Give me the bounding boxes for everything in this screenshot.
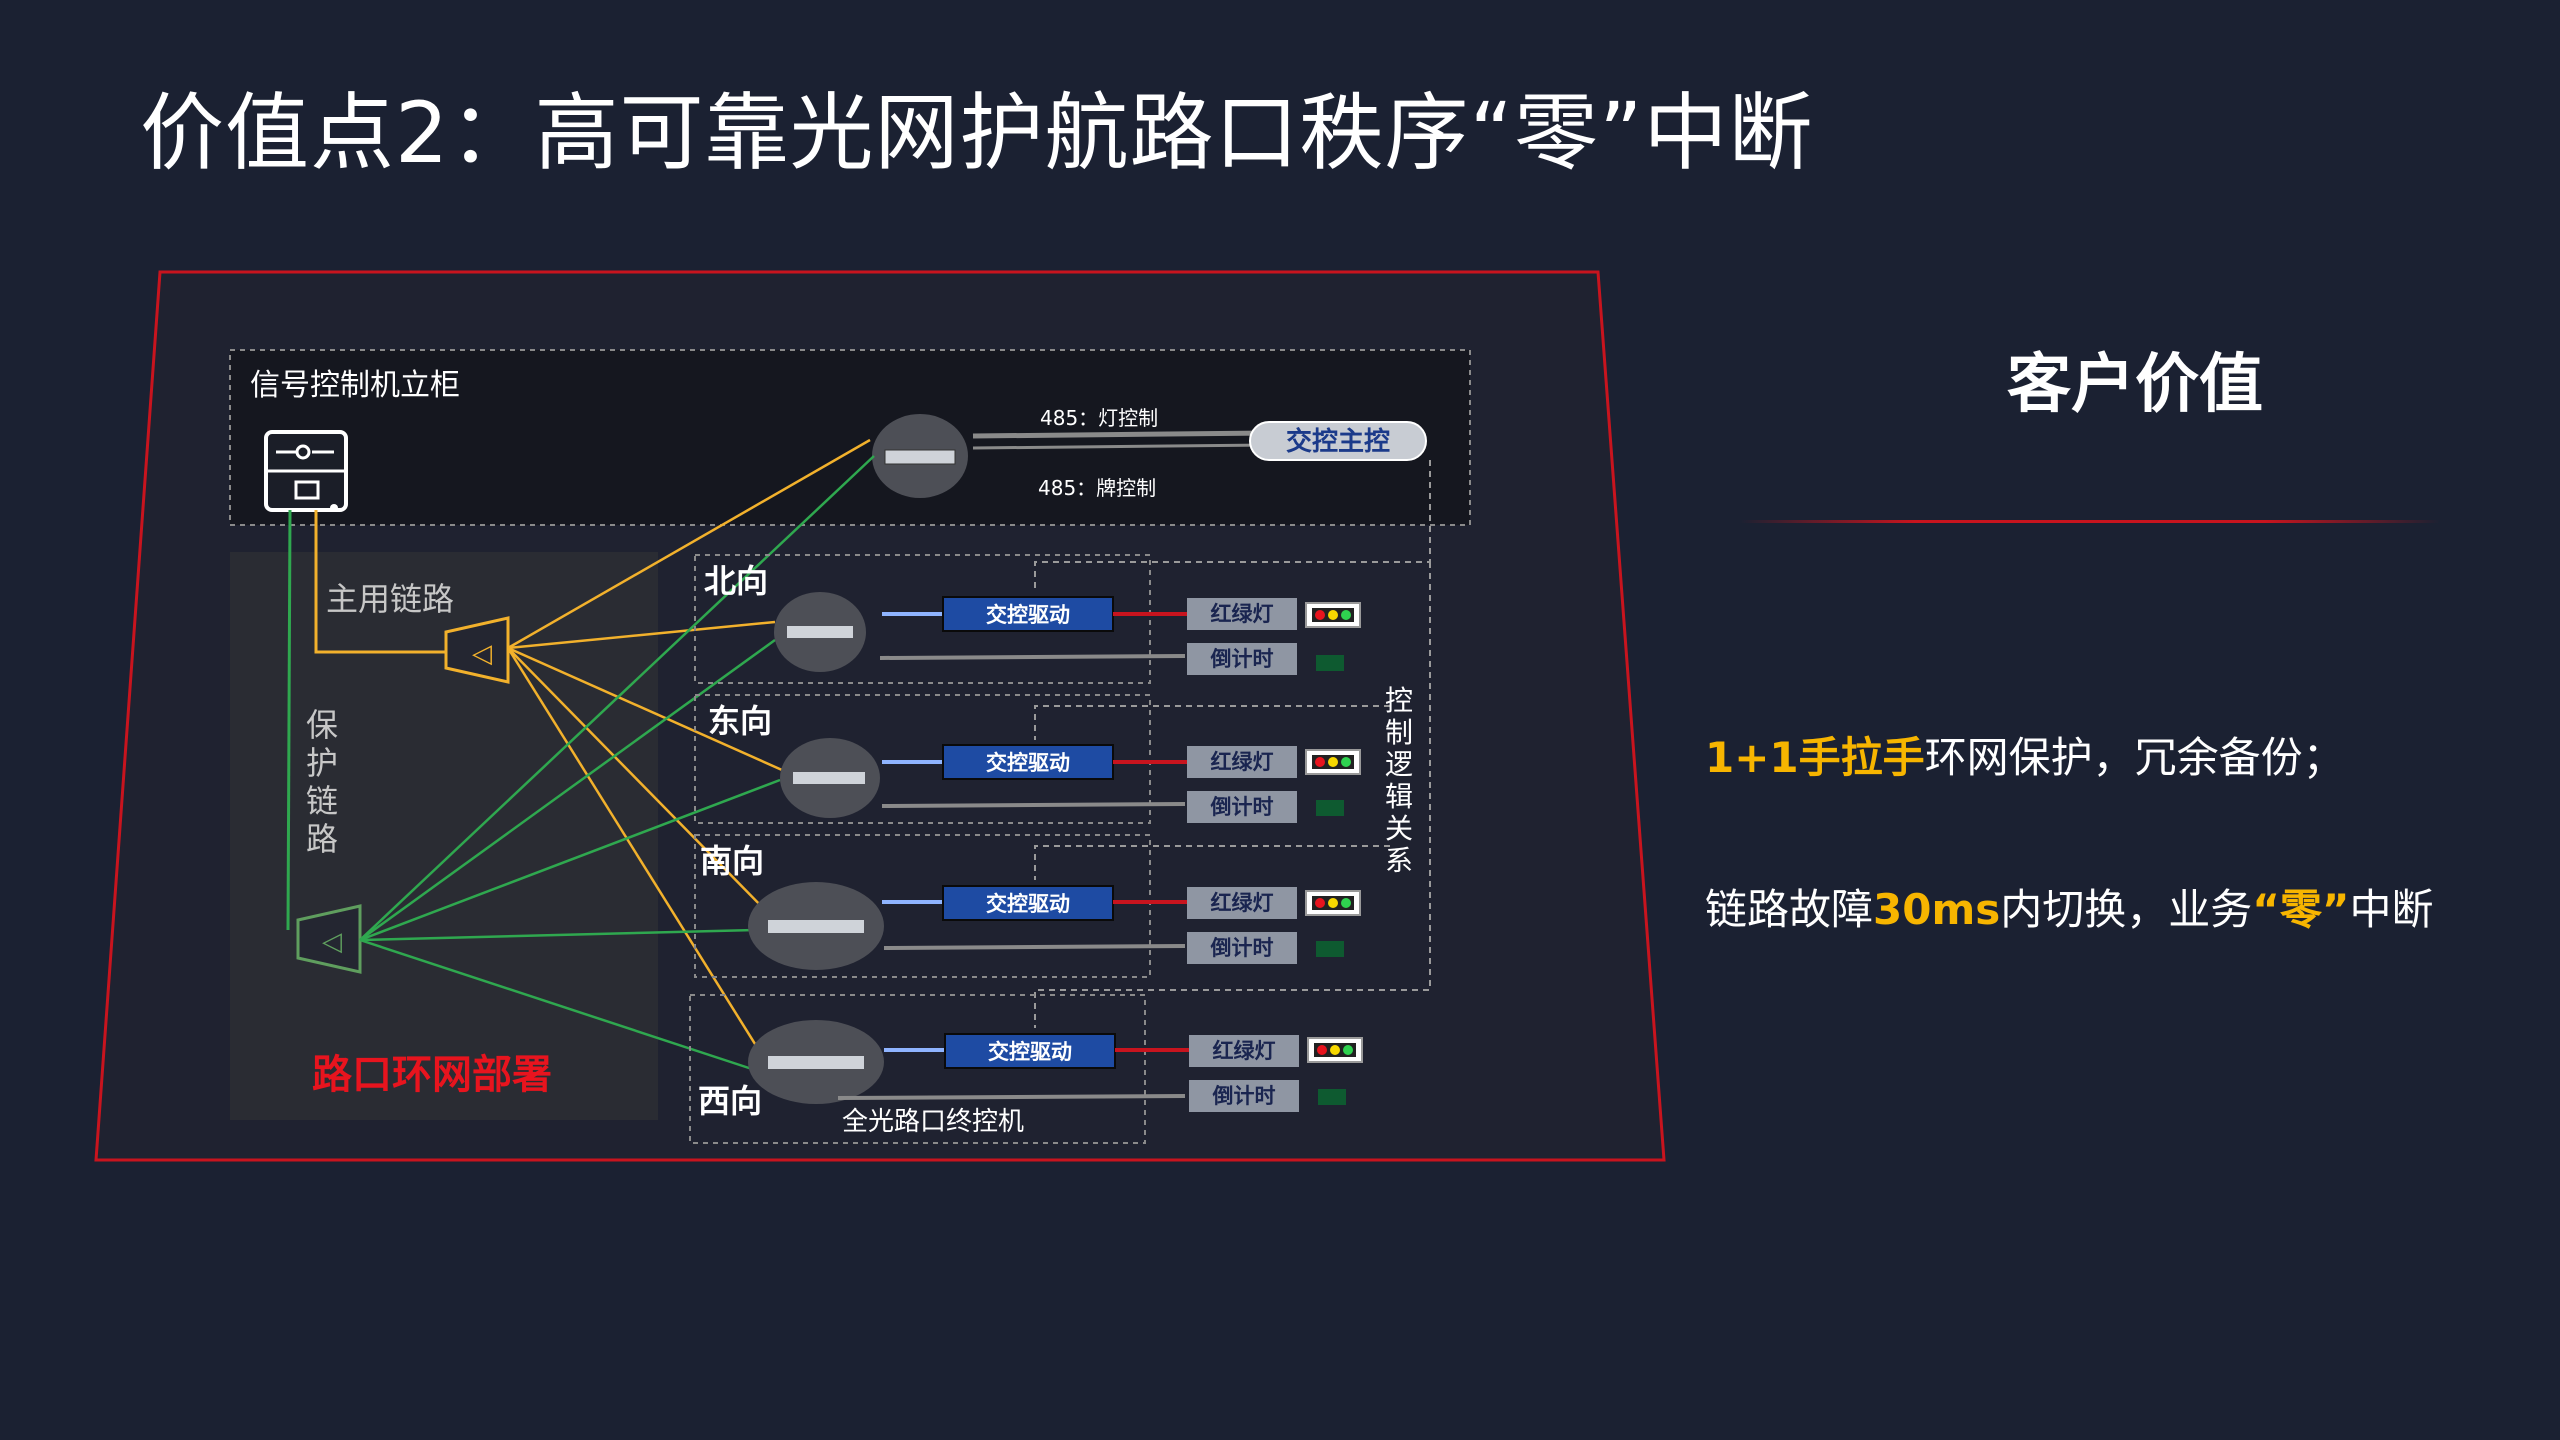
driver-label-east: 交控驱动 xyxy=(986,751,1070,775)
value-text: 链路故障 xyxy=(1705,885,1874,934)
divider xyxy=(1740,520,2440,523)
driver-label-west: 交控驱动 xyxy=(988,1040,1072,1064)
slide-title: 价值点2：高可靠光网护航路口秩序“零”中断 xyxy=(140,84,1814,182)
value-item-ring-protection: 1+1手拉手环网保护，冗余备份； xyxy=(1705,726,2345,790)
countdown-label-east: 倒计时 xyxy=(1210,795,1274,819)
driver-label-south: 交控驱动 xyxy=(986,892,1070,916)
control-logic-char-5: 关 xyxy=(1385,812,1413,845)
protect-link-char-2: 护 xyxy=(306,744,338,782)
svg-text:◁: ◁ xyxy=(472,639,492,669)
primary-ring-switch: ◁ xyxy=(444,616,510,684)
countdown-icon xyxy=(1316,800,1344,816)
main-controller-label: 交控主控 xyxy=(1286,426,1390,457)
main-controller-badge xyxy=(1249,421,1427,461)
value-highlight: “零” xyxy=(2252,885,2350,934)
protect-link-char-3: 链 xyxy=(306,782,338,820)
primary-link-label: 主用链路 xyxy=(326,580,454,618)
control-logic-char-3: 逻 xyxy=(1385,748,1413,781)
countdown-label-south: 倒计时 xyxy=(1210,936,1274,960)
link-485-sign: 485：牌控制 xyxy=(1038,476,1156,500)
protect-link-char-1: 保 xyxy=(306,706,338,744)
countdown-icon xyxy=(1318,1089,1346,1105)
svg-text:◁: ◁ xyxy=(322,927,342,957)
signal-cabinet-label: 信号控制机立柜 xyxy=(250,368,460,403)
value-text: 中断 xyxy=(2349,885,2434,934)
signal-controller-icon xyxy=(264,430,348,512)
direction-label-east: 东向 xyxy=(708,702,772,740)
traffic-light-icon xyxy=(1305,602,1361,628)
terminal-label: 全光路口终控机 xyxy=(842,1107,1024,1137)
value-highlight: 1+1手拉手 xyxy=(1705,733,1925,782)
direction-label-north: 北向 xyxy=(704,562,768,600)
countdown-label-west: 倒计时 xyxy=(1212,1084,1276,1108)
link-485-light: 485：灯控制 xyxy=(1040,406,1158,430)
countdown-label-north: 倒计时 xyxy=(1210,647,1274,671)
direction-label-south: 南向 xyxy=(700,842,764,880)
control-logic-char-6: 系 xyxy=(1385,844,1413,877)
traffic-light-icon xyxy=(1305,890,1361,916)
countdown-icon xyxy=(1316,655,1344,671)
direction-south: 南向 交控驱动 红绿灯 倒计时 xyxy=(694,834,1361,978)
value-item-fast-switch: 链路故障30ms内切换，业务“零”中断 xyxy=(1705,878,2433,942)
driver-label-north: 交控驱动 xyxy=(986,603,1070,627)
backup-ring-switch: ◁ xyxy=(296,904,362,974)
control-logic-char-2: 制 xyxy=(1385,716,1413,749)
customer-value-heading: 客户价值 xyxy=(2007,348,2263,422)
light-label-south: 红绿灯 xyxy=(1211,891,1274,915)
traffic-light-icon xyxy=(1305,749,1361,775)
value-text: 内切换，业务 xyxy=(2000,885,2253,934)
traffic-light-icon xyxy=(1307,1037,1363,1063)
direction-east: 东向 交控驱动 红绿灯 倒计时 xyxy=(694,694,1361,824)
primary-links xyxy=(506,438,871,1061)
value-text: 环网保护，冗余备份； xyxy=(1924,733,2345,782)
light-label-east: 红绿灯 xyxy=(1211,750,1274,774)
ring-deploy-label: 路口环网部署 xyxy=(312,1052,552,1098)
countdown-icon xyxy=(1316,941,1344,957)
value-highlight: 30ms xyxy=(1873,885,2001,934)
light-label-north: 红绿灯 xyxy=(1211,602,1274,626)
control-logic-char-1: 控 xyxy=(1385,684,1413,717)
light-label-west: 红绿灯 xyxy=(1213,1039,1276,1063)
protect-links xyxy=(359,455,875,1072)
direction-west: 西向 交控驱动 红绿灯 倒计时 全光路口终控机 xyxy=(689,994,1363,1144)
protect-link-char-4: 路 xyxy=(306,820,338,858)
control-logic-char-4: 辑 xyxy=(1385,780,1413,813)
direction-north: 北向 交控驱动 红绿灯 倒计时 xyxy=(694,554,1361,684)
ring-area xyxy=(230,552,658,1120)
direction-label-west: 西向 xyxy=(698,1082,762,1120)
